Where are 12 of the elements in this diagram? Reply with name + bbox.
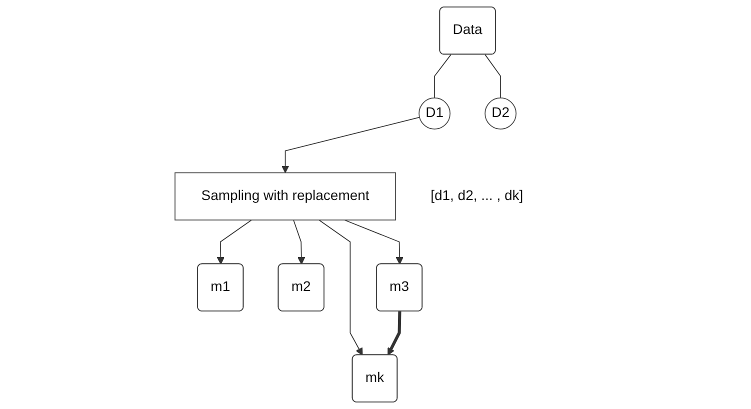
arrow [217,220,252,265]
node-circle: D1 [418,98,451,130]
arrow [344,220,404,265]
arrow [318,220,363,356]
arrow [388,311,402,356]
arrow [293,220,306,265]
arrow [282,116,420,174]
node-circle: D2 [484,98,517,130]
connector [434,54,452,98]
node-label: [d1, d2, ... , dk] [430,188,524,204]
connector [484,54,502,98]
node-box: Sampling with replacement [174,172,396,220]
